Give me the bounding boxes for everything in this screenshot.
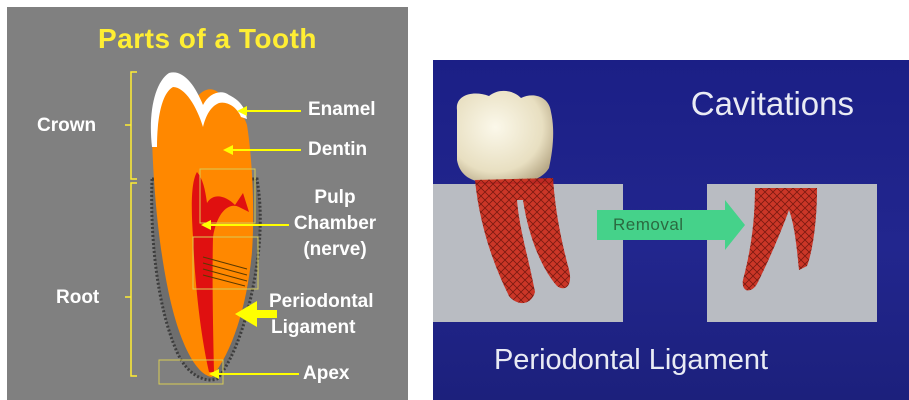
- root-label: Root: [56, 287, 99, 309]
- pulp-label-line2: Chamber: [289, 213, 381, 235]
- removal-arrow-label: Removal: [613, 215, 684, 235]
- pulp-label-line1: Pulp: [289, 187, 381, 209]
- apex-label: Apex: [303, 363, 349, 385]
- cavitations-panel: Removal Cavitations Periodontal Ligament: [433, 60, 909, 400]
- crown-label: Crown: [37, 115, 96, 137]
- ligament-label-line2: Ligament: [271, 317, 355, 339]
- ligament-label-line1: Periodontal: [269, 291, 374, 313]
- periodontal-ligament-caption: Periodontal Ligament: [433, 344, 869, 377]
- enamel-label: Enamel: [308, 99, 376, 121]
- dentin-label: Dentin: [308, 139, 367, 161]
- crown-bracket: [125, 72, 137, 179]
- pulp-label-line3: (nerve): [289, 239, 381, 261]
- parts-of-tooth-panel: Parts of a Tooth: [7, 7, 408, 400]
- cavitations-title: Cavitations: [433, 85, 854, 123]
- root-bracket: [125, 183, 137, 376]
